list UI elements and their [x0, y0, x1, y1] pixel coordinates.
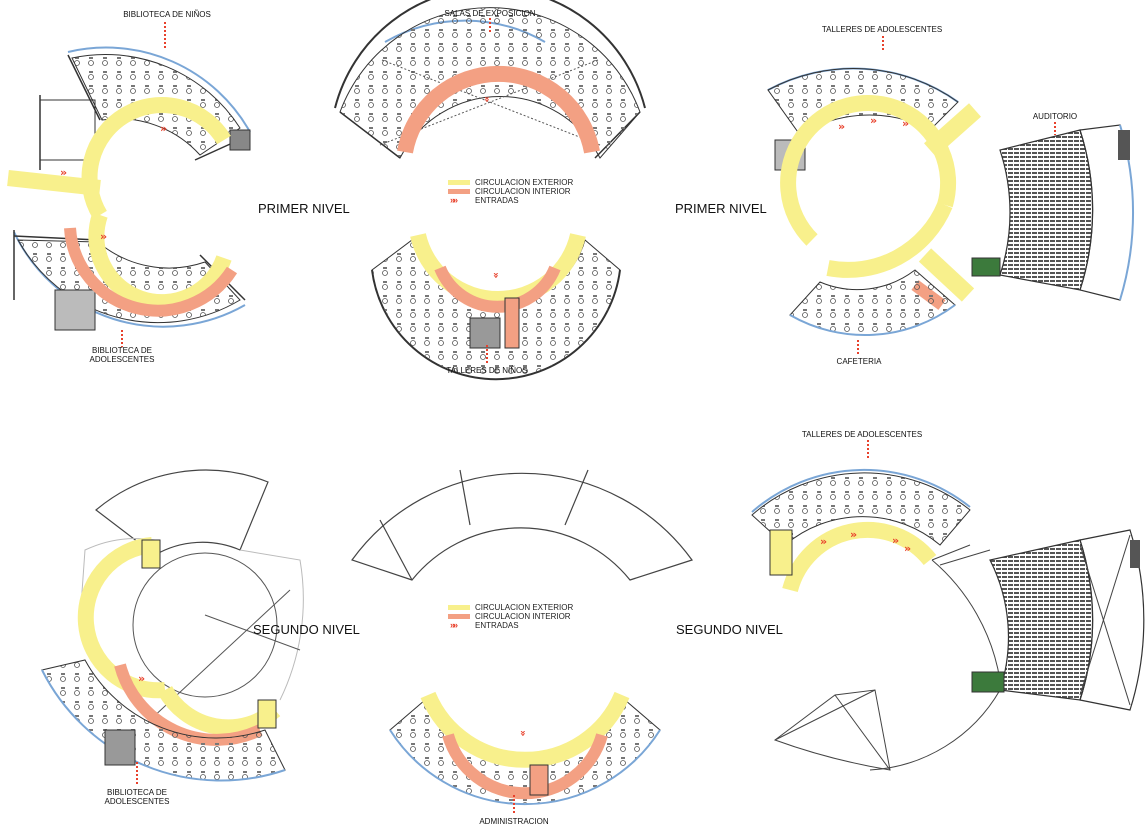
label-line-1: BIBLIOTECA DE: [91, 346, 153, 355]
entrance-chevron-icon: »: [904, 542, 911, 555]
legend-item-interior: CIRCULACION INTERIOR: [448, 187, 573, 196]
swatch-yellow-icon: [448, 605, 470, 610]
circulacion-exterior: [410, 233, 586, 307]
legend-text: ENTRADAS: [475, 196, 519, 205]
legend-item-entradas: »» ENTRADAS: [448, 195, 573, 206]
label-talleres-adolescentes-segundo: TALLERES DE ADOLESCENTES: [801, 430, 923, 439]
circulacion-exterior: [7, 170, 101, 196]
label-biblioteca-adolescentes-segundo: BIBLIOTECA DE ADOLESCENTES: [105, 788, 170, 806]
circulacion-interior: [397, 65, 600, 154]
label-talleres-ninos: TALLERES DE NIÑOS: [446, 366, 528, 375]
plan-primer-nivel-auditorio: » » »: [767, 36, 1134, 355]
entrance-chevron-icon: »: [138, 672, 145, 685]
circulacion-exterior: [782, 521, 937, 593]
entrance-chevron-icon: »: [902, 117, 909, 130]
plan-segundo-nivel-talleres-auditorio: » » » »: [751, 440, 1145, 771]
circulacion-exterior: [420, 691, 630, 768]
legend-text: CIRCULACION EXTERIOR: [475, 178, 574, 187]
plan-primer-nivel-bibliotecas: » » »: [7, 22, 251, 347]
label-biblioteca-ninos: BIBLIOTECA DE NIÑOS: [123, 10, 211, 19]
label-line-2: ADOLESCENTES: [89, 355, 155, 364]
entrance-chevron-icon: »: [820, 535, 827, 548]
plan-segundo-nivel-administracion: »: [351, 469, 693, 815]
label-line-1: BIBLIOTECA DE: [106, 788, 168, 797]
circulacion-interior: [64, 227, 238, 317]
circulacion-interior: [442, 733, 608, 800]
plan-salas-talleres-ninos: » »: [334, 0, 646, 381]
level-title-segundo-right: SEGUNDO NIVEL: [676, 622, 783, 637]
swatch-salmon-icon: [448, 189, 470, 194]
legend-item-exterior: CIRCULACION EXTERIOR: [448, 178, 573, 187]
entrance-chevron-icon: »: [100, 230, 107, 243]
entrance-chevron-icon: »: [160, 122, 167, 135]
entrance-chevron-icon: »: [481, 96, 492, 102]
label-line-2: ADOLESCENTES: [104, 797, 170, 806]
entrance-chevron-icon: »: [870, 114, 877, 127]
swatch-yellow-icon: [448, 180, 470, 185]
label-biblioteca-adolescentes-primer: BIBLIOTECA DE ADOLESCENTES: [90, 346, 155, 364]
double-chevron-icon: »»: [450, 620, 458, 630]
legend-text: ENTRADAS: [475, 621, 519, 630]
level-title-primer-left: PRIMER NIVEL: [258, 201, 350, 216]
entrance-chevron-icon: »: [838, 120, 845, 133]
legend-text: CIRCULACION INTERIOR: [475, 187, 571, 196]
legend-item-exterior: CIRCULACION EXTERIOR: [448, 603, 573, 612]
legend-bottom: CIRCULACION EXTERIOR CIRCULACION INTERIO…: [448, 603, 573, 630]
entrance-chevron-icon: »: [517, 730, 528, 736]
entrance-chevron-icon: »: [60, 166, 67, 179]
legend-item-entradas: »» ENTRADAS: [448, 620, 573, 631]
label-talleres-adolescentes-primer: TALLERES DE ADOLESCENTES: [821, 25, 943, 34]
level-title-segundo-left: SEGUNDO NIVEL: [253, 622, 360, 637]
glazing-wall: [67, 46, 251, 133]
legend-item-interior: CIRCULACION INTERIOR: [448, 612, 573, 621]
label-administracion: ADMINISTRACION: [479, 817, 549, 826]
legend-top: CIRCULACION EXTERIOR CIRCULACION INTERIO…: [448, 178, 573, 205]
circulacion-interior: [434, 265, 561, 313]
entrance-chevron-icon: »: [490, 272, 501, 278]
plan-segundo-nivel-biblioteca: »: [41, 469, 304, 785]
legend-text: CIRCULACION EXTERIOR: [475, 603, 574, 612]
entrance-chevron-icon: »: [892, 534, 899, 547]
double-chevron-icon: »»: [450, 195, 458, 205]
level-title-primer-right: PRIMER NIVEL: [675, 201, 767, 216]
label-auditorio: AUDITORIO: [1032, 112, 1078, 121]
label-cafeteria: CAFETERIA: [836, 357, 882, 366]
label-salas-exposicion: SALAS DE EXPOSICION: [444, 9, 536, 18]
entrance-chevron-icon: »: [850, 528, 857, 541]
circulacion-exterior: [780, 94, 957, 246]
legend-text: CIRCULACION INTERIOR: [475, 612, 571, 621]
swatch-salmon-icon: [448, 614, 470, 619]
